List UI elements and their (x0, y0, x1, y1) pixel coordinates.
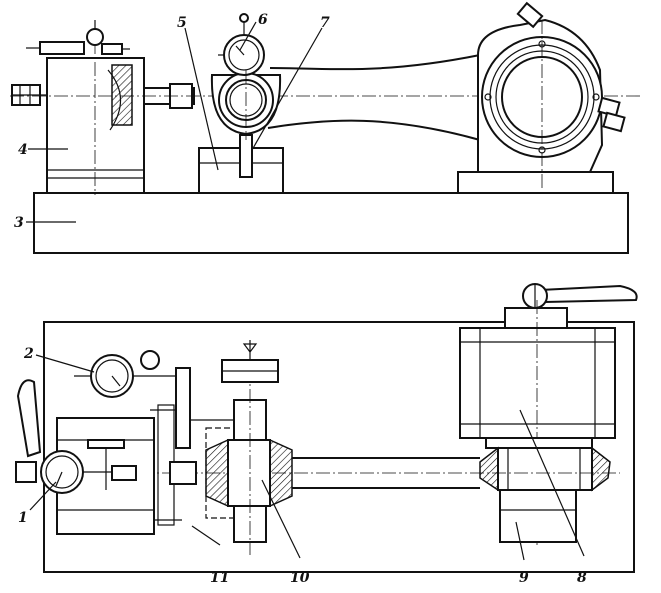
big-end-housing (457, 1, 626, 194)
callout-10: 10 (290, 570, 310, 586)
callout-labels: 4 3 5 6 7 2 1 11 10 9 8 (14, 12, 587, 586)
connecting-rod (245, 54, 481, 141)
dial-gauge-top (218, 13, 265, 76)
callout-8: 8 (577, 570, 587, 586)
lever-handle (522, 283, 638, 309)
support-block (46, 40, 145, 195)
measuring-stand (198, 72, 284, 194)
leader-lines (26, 21, 585, 561)
callout-9: 9 (519, 570, 529, 586)
handle-left (16, 379, 42, 458)
dial-indicator-1 (15, 450, 112, 494)
top-indicator (26, 20, 130, 55)
dial-indicator-2 (74, 350, 176, 398)
callout-5: 5 (177, 15, 187, 31)
gauge-bracket (150, 367, 234, 526)
left-screw (11, 84, 47, 106)
upper-fixture (459, 300, 616, 545)
big-end-plan (479, 446, 611, 543)
callout-7: 7 (320, 15, 330, 31)
plan-view (15, 283, 638, 573)
base-plate (33, 192, 629, 254)
callout-1: 1 (18, 510, 28, 526)
callout-4: 4 (18, 142, 28, 158)
front-view (10, 1, 640, 254)
callout-3: 3 (14, 215, 24, 231)
callout-11: 11 (210, 570, 229, 586)
small-end-fixture (205, 340, 293, 555)
callout-6: 6 (258, 12, 268, 28)
callout-2: 2 (23, 346, 34, 362)
